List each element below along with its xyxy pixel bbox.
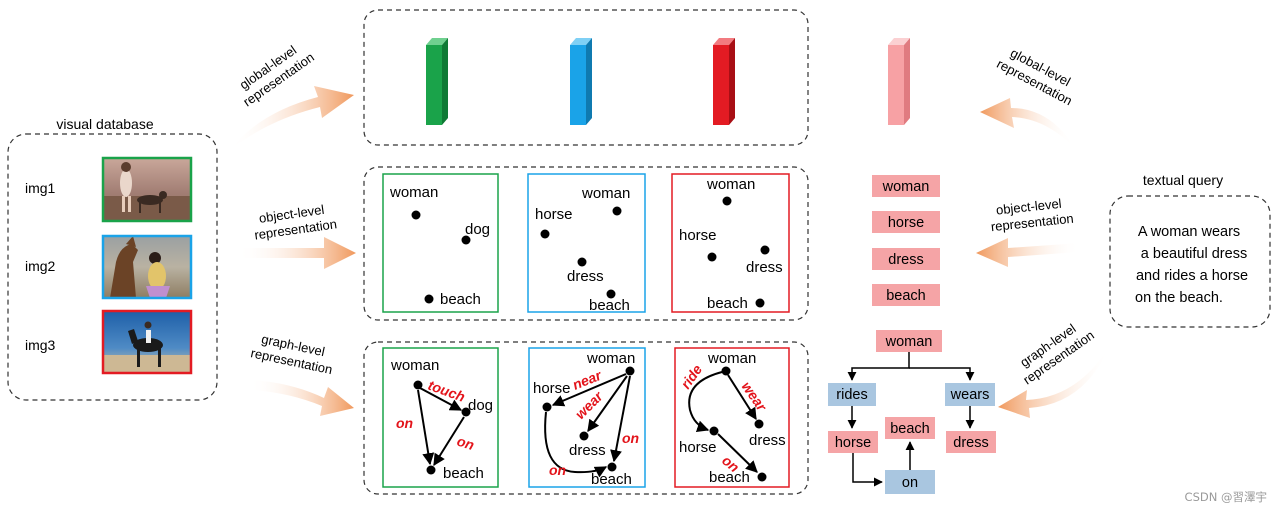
object-node-beach: beach [707,295,748,312]
query-object-box [872,284,940,306]
object-node-dog: dog [465,221,490,238]
query-object-box [872,175,940,197]
graph-rel-on: on [455,433,476,454]
graph-node-woman: woman [707,350,756,367]
graph-panel-img1: woman dog beach touch on on [382,347,499,488]
textual-query: textual query A woman wears a beautiful … [1109,172,1271,328]
left-graph-arrow: graph-level representation [249,330,354,416]
object-node-dress: dress [567,268,604,285]
object-node-beach: beach [589,297,630,314]
object-node-woman: woman [581,185,630,202]
query-object-horse: horse [888,215,924,231]
query-object-beach: beach [886,288,926,304]
query-text-line-2: a beautiful dress [1141,246,1247,262]
object-node-woman: woman [706,176,755,193]
svg-text:global-level representat: global-level representation [994,42,1082,108]
svg-text:global-level representat: global-level representation [231,36,317,109]
img3-label: img3 [25,337,56,353]
left-global-arrow: global-level representation [230,36,354,150]
right-object-label-1: object-level [995,196,1062,218]
object-panel-img2: woman horse dress beach [527,173,646,314]
graph-panel-img3: woman dress horse beach ride wear on [674,347,790,488]
object-node-horse: horse [535,206,573,223]
svg-text:object-level representat: object-level representation [251,200,338,242]
svg-text:object-level representat: object-level representation [988,195,1074,235]
query-title: textual query [1143,172,1223,188]
graph-node-beach: beach [443,465,484,482]
graph-node-dress: dress [569,442,606,459]
graph-node-horse: horse [533,380,571,397]
right-global-arrow: global-level representation [980,42,1082,148]
query-graph-woman: woman [885,334,933,350]
object-frame [363,166,809,321]
left-object-arrow: object-level representation [238,200,356,269]
query-graph-beach: beach [890,421,930,437]
query-object-box [872,211,940,233]
query-frame [1109,195,1271,328]
graph-rel-on: on [549,462,566,478]
database-title: visual database [56,116,154,132]
query-scene-graph: woman rides wears horse beach dress on [828,330,996,494]
graph-node-horse: horse [679,439,717,456]
graph-node-beach: beach [591,471,632,488]
svg-text:graph-level representati: graph-level representation [249,330,337,378]
query-graph-on: on [902,475,918,491]
graph-panel-img2: woman horse dress beach near wear on on [528,347,646,488]
query-object-dress: dress [888,252,923,268]
database-frame [7,133,218,401]
global-vector-red [713,38,735,125]
graph-rel-on: on [622,430,639,446]
query-graph-dress: dress [953,435,988,451]
query-graph-horse: horse [835,435,871,451]
query-text-line-1: A woman wears [1138,224,1240,240]
object-panel-img3: woman horse dress beach [671,173,790,313]
graph-frame [363,341,809,495]
query-objects: woman horse dress beach [872,175,940,306]
img2-label: img2 [25,258,56,274]
graph-node-woman: woman [390,357,439,374]
object-level-row: woman dog beach woman horse dress beach … [363,166,809,321]
global-vector-query [888,38,910,125]
global-level-row [363,9,910,146]
object-node-horse: horse [679,227,717,244]
watermark: CSDN @習澤宇 [1185,490,1267,504]
query-text-line-3: and rides a horse [1136,268,1248,284]
global-frame [363,9,809,146]
svg-text:graph-level representati: graph-level representation [1011,314,1097,387]
query-text-line-4: on the beach. [1135,290,1223,306]
graph-level-row: woman dog beach touch on on woman horse … [363,341,809,495]
object-node-woman: woman [389,184,438,201]
right-object-arrow: object-level representation [976,195,1080,267]
query-object-woman: woman [882,179,930,195]
img2-thumbnail[interactable] [101,234,193,300]
graph-node-beach: beach [709,469,750,486]
right-graph-arrow: graph-level representation [998,314,1110,418]
query-graph-wears: wears [950,387,990,403]
graph-node-dress: dress [749,432,786,449]
img1-thumbnail[interactable] [101,156,193,223]
img3-thumbnail[interactable] [101,309,193,375]
graph-rel-on: on [396,415,413,431]
img1-label: img1 [25,180,56,196]
graph-node-dog: dog [468,397,493,414]
query-graph-rides: rides [836,387,867,403]
object-node-dress: dress [746,259,783,276]
query-object-box [872,248,940,270]
object-panel-img1: woman dog beach [382,173,499,313]
graph-node-woman: woman [586,350,635,367]
global-vector-green [426,38,448,125]
object-node-beach: beach [440,291,481,308]
global-vector-blue [570,38,592,125]
visual-database: visual database img1 img2 img3 [7,116,218,401]
